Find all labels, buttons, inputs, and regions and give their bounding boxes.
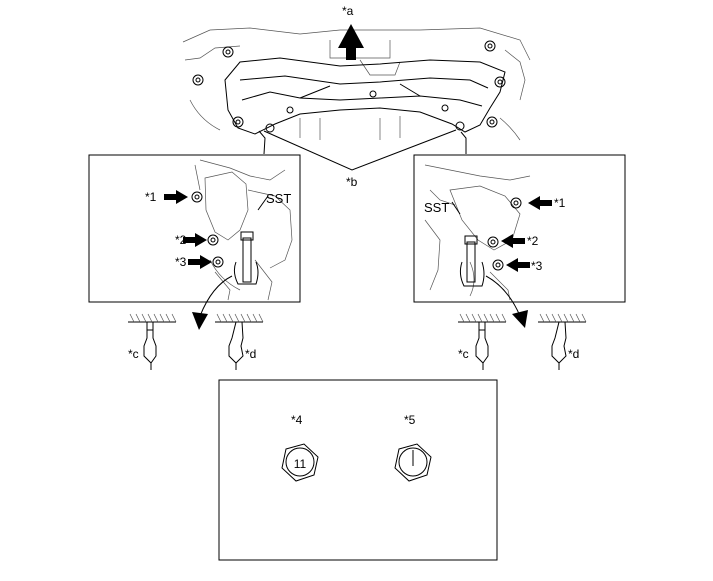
left-arrow-1-icon: [164, 190, 188, 204]
left-callout-1: *1: [145, 190, 157, 204]
right-callout-1: *1: [554, 196, 566, 210]
left-callout-3: *3: [175, 255, 187, 269]
callout-4: *4: [291, 413, 303, 427]
callout-b-leaders: [258, 129, 467, 171]
suspension-member-overview: [182, 24, 531, 141]
left-detail-drawing: [191, 159, 293, 301]
left-callout-d: *d: [245, 347, 256, 361]
bolt-5-icon: [394, 443, 432, 482]
bolt-4-icon: [281, 443, 319, 482]
callout-5: *5: [404, 413, 416, 427]
right-detail-frame: [413, 154, 626, 303]
front-arrow-icon: [338, 24, 364, 60]
left-rotation-curve: [199, 275, 233, 317]
bolt-legend-frame: [218, 379, 498, 561]
right-arrow-3-icon: [506, 258, 530, 272]
right-callout-d: *d: [568, 347, 579, 361]
left-tool-indicators: [128, 313, 264, 370]
right-rotation-arrow-icon: [512, 310, 528, 328]
right-sst-label: SST: [424, 200, 449, 215]
left-rotation-arrow-icon: [192, 312, 208, 330]
left-detail-frame: [88, 154, 301, 303]
left-sst-label: SST: [266, 191, 291, 206]
left-callout-c: *c: [128, 347, 139, 361]
right-callout-2: *2: [527, 234, 539, 248]
left-arrow-3-icon: [188, 255, 212, 269]
right-arrow-2-icon: [501, 234, 525, 248]
right-arrow-1-icon: [528, 196, 552, 210]
right-detail-drawing: [424, 164, 531, 301]
bolt-4-mark: 11: [294, 457, 307, 471]
callout-a: *a: [342, 4, 354, 18]
right-callout-3: *3: [531, 259, 543, 273]
right-callout-c: *c: [458, 347, 469, 361]
callout-b: *b: [346, 175, 358, 189]
right-tool-indicators: [458, 313, 587, 370]
left-arrow-2-icon: [183, 233, 207, 247]
left-callout-2: *2: [175, 233, 187, 247]
right-rotation-curve: [485, 275, 521, 317]
